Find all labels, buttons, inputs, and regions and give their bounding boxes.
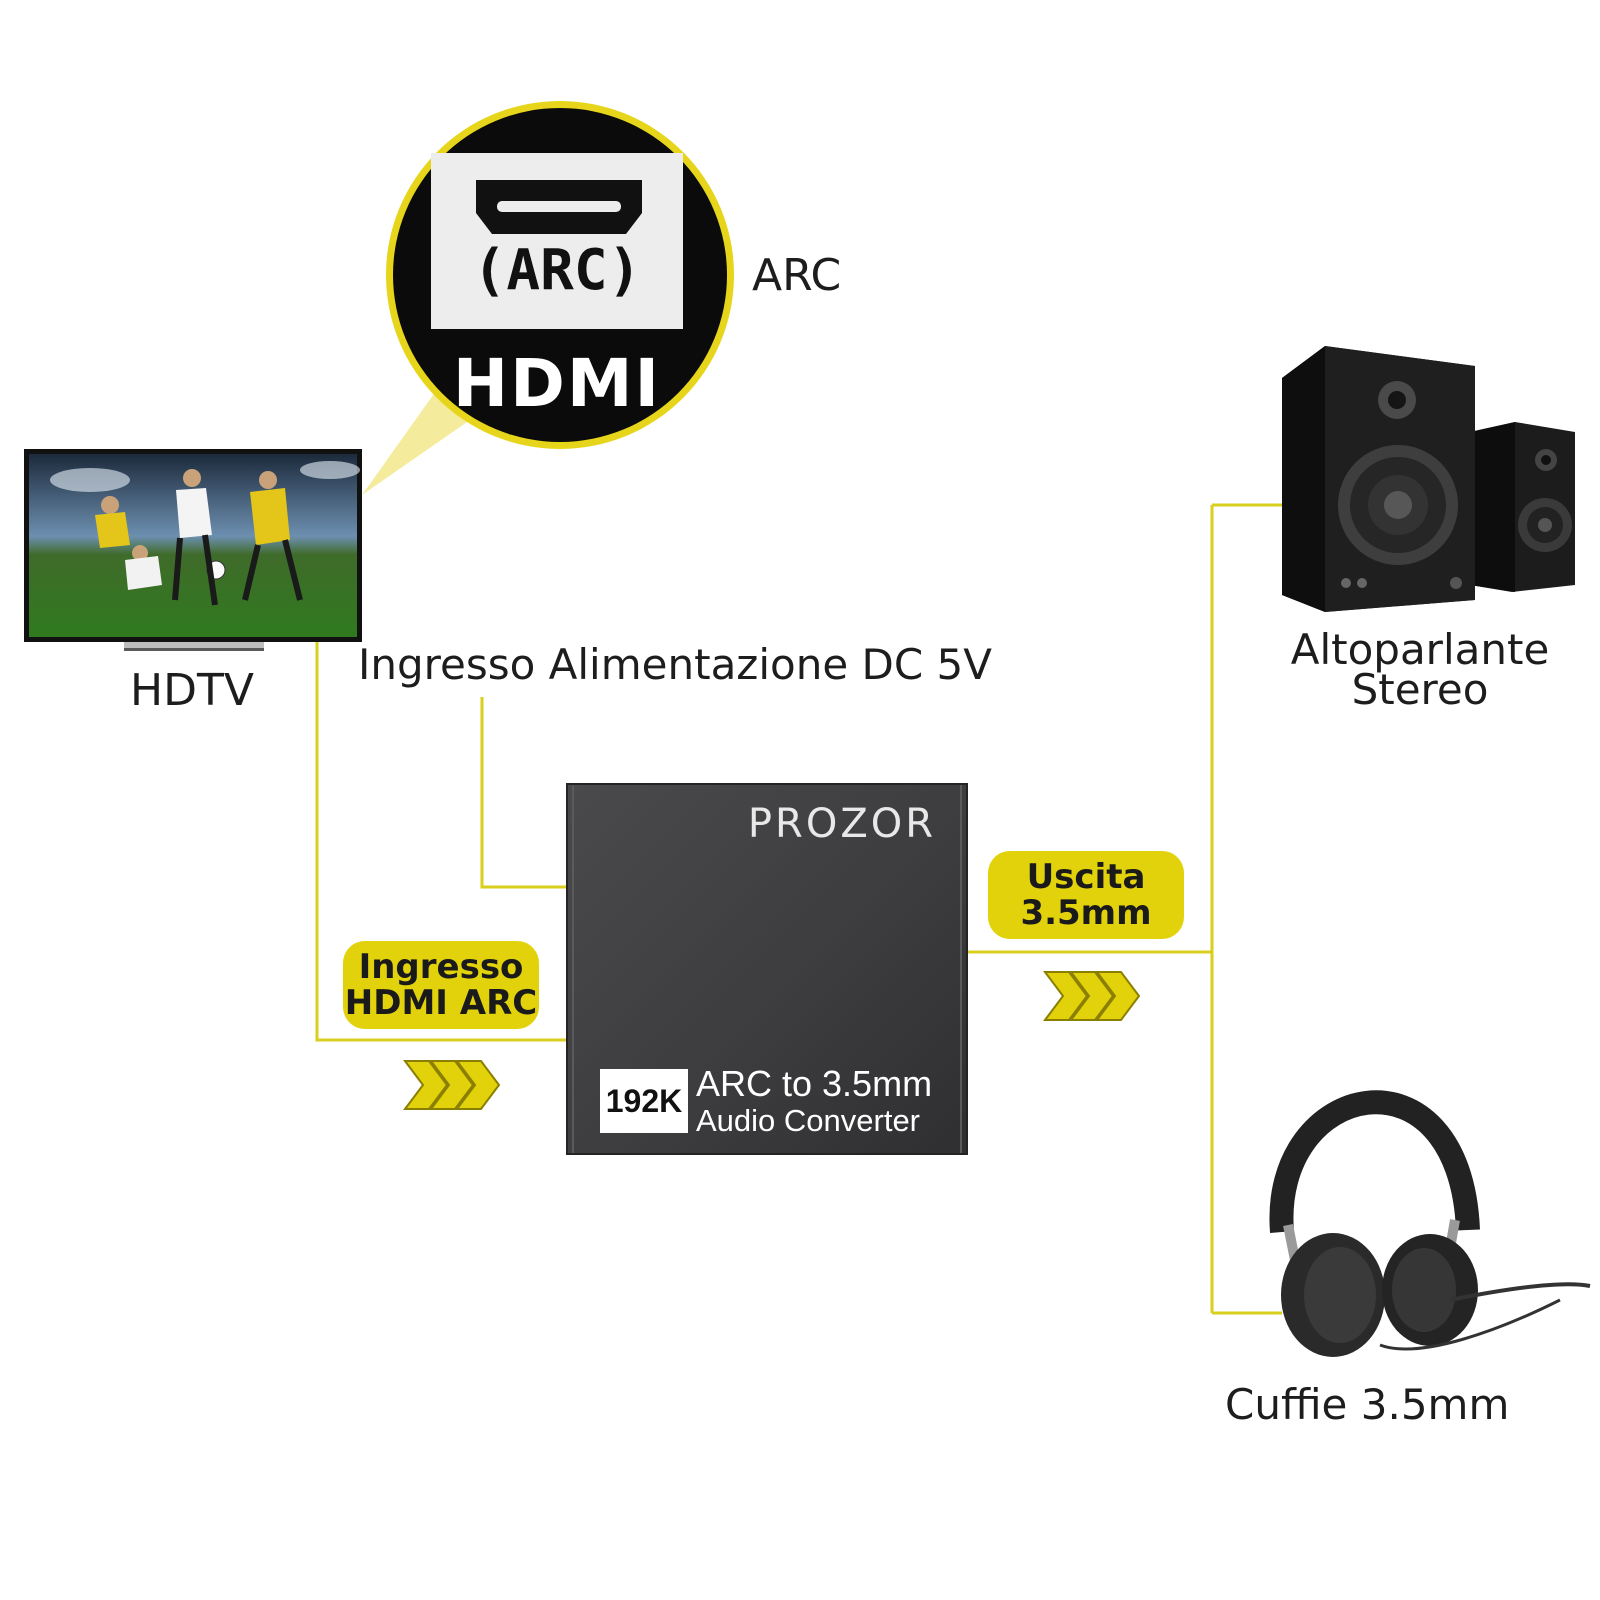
input-pill-line2: HDMI ARC (344, 983, 538, 1023)
converter-title: ARC to 3.5mm (696, 1063, 933, 1104)
hdmi-arc-input-pill: Ingresso HDMI ARC (343, 941, 539, 1029)
hdmi-line (315, 640, 566, 1042)
headphones-icon (1269, 1090, 1591, 1357)
power-line (480, 697, 566, 889)
hdmi-arc-zoom-callout (386, 101, 734, 449)
audio-converter-device: PROZOR 192K ARC to 3.5mm Audio Converter (566, 783, 968, 1155)
stereo-speakers-icon (1282, 346, 1575, 612)
hdtv-label: HDTV (130, 665, 254, 716)
output-arrows-icon (1043, 971, 1141, 1021)
input-pill-line1: Ingresso (358, 947, 524, 987)
speakers-label: Altoparlante Stereo (1270, 625, 1570, 714)
output-pill-line2: 3.5mm (1020, 893, 1152, 933)
output-pill-line1: Uscita (1026, 857, 1146, 897)
speakers-label-line1: Altoparlante (1290, 625, 1550, 674)
headphones-label: Cuffie 3.5mm (1225, 1380, 1510, 1429)
output-35mm-pill: Uscita 3.5mm (988, 851, 1184, 939)
input-arrows-icon (403, 1060, 501, 1110)
converter-subtitle: Audio Converter (696, 1103, 921, 1138)
hdmi-port-icon (476, 180, 642, 234)
power-input-label: Ingresso Alimentazione DC 5V (358, 640, 992, 689)
sample-rate-badge: 192K (600, 1069, 688, 1133)
arc-port-text: (ARC) (472, 238, 642, 303)
hdtv-icon (24, 449, 362, 651)
arc-side-label: ARC (752, 250, 842, 301)
signal-lines (315, 503, 1282, 1315)
hdmi-logo-text: HDMI (452, 345, 662, 422)
brand-name: PROZOR (747, 801, 936, 847)
speakers-label-line2: Stereo (1351, 665, 1489, 714)
